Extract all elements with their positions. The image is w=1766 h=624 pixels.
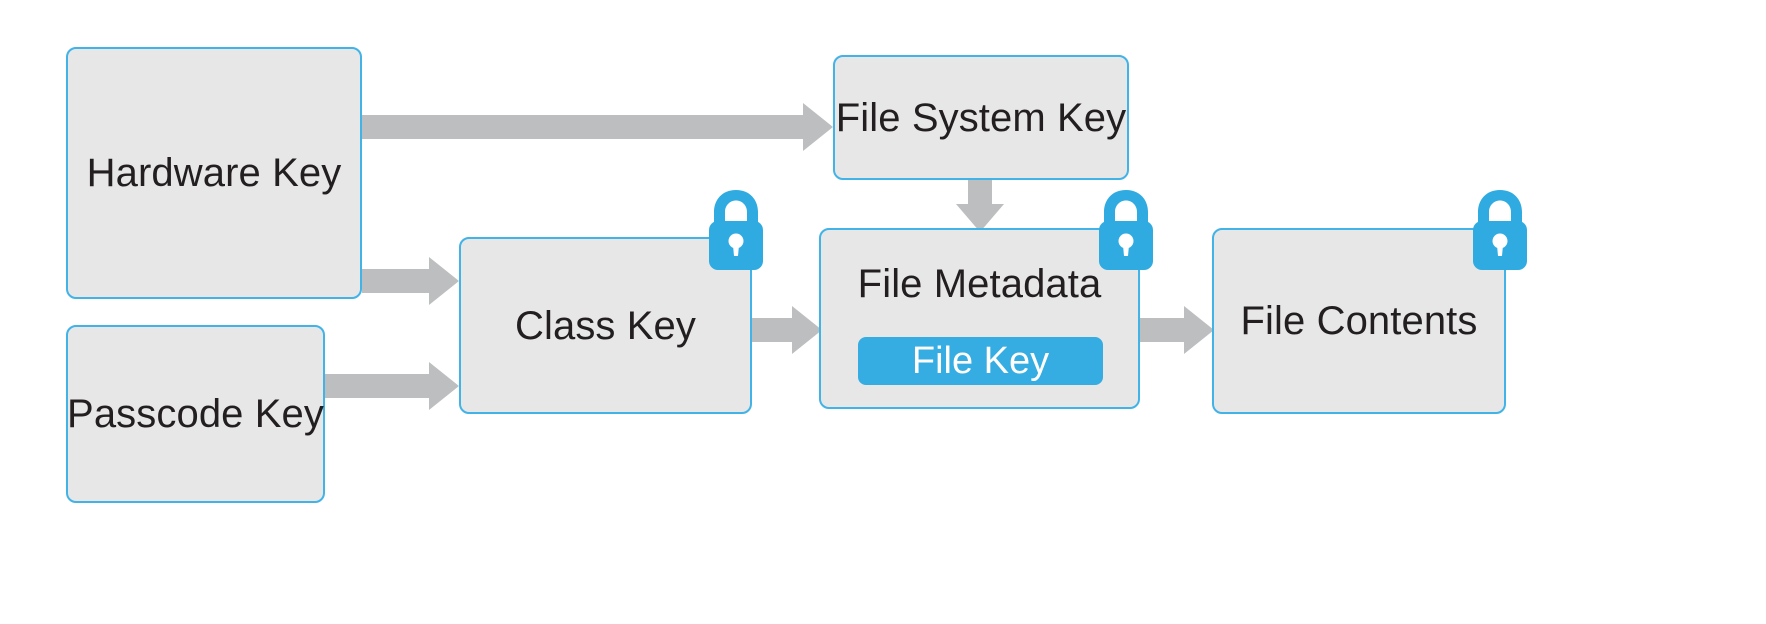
arrow-filesystem-to-metadata xyxy=(956,178,1004,232)
node-file-system-key[interactable]: File System Key xyxy=(833,55,1129,180)
arrow-class-to-metadata xyxy=(752,306,822,354)
node-file-contents[interactable]: File Contents xyxy=(1212,228,1506,414)
arrow-passcode-to-class xyxy=(325,362,459,410)
file-key-chip-label: File Key xyxy=(911,339,1050,382)
arrow-hardware-to-filesystem xyxy=(362,103,833,151)
node-class-key[interactable]: Class Key xyxy=(459,237,752,414)
node-file-system-key-label: File System Key xyxy=(835,95,1127,140)
arrow-hardware-to-class xyxy=(362,257,459,305)
lock-icon xyxy=(1468,188,1532,272)
lock-icon xyxy=(704,188,768,272)
node-hardware-key-label: Hardware Key xyxy=(86,151,342,195)
file-key-chip[interactable]: File Key xyxy=(858,337,1103,385)
node-file-metadata-label: File Metadata xyxy=(857,262,1102,306)
node-passcode-key[interactable]: Passcode Key xyxy=(66,325,325,503)
node-class-key-label: Class Key xyxy=(515,303,696,348)
arrow-metadata-to-contents xyxy=(1140,306,1214,354)
node-file-contents-label: File Contents xyxy=(1240,299,1478,343)
node-passcode-key-label: Passcode Key xyxy=(67,392,324,436)
lock-icon xyxy=(1094,188,1158,272)
node-hardware-key[interactable]: Hardware Key xyxy=(66,47,362,299)
